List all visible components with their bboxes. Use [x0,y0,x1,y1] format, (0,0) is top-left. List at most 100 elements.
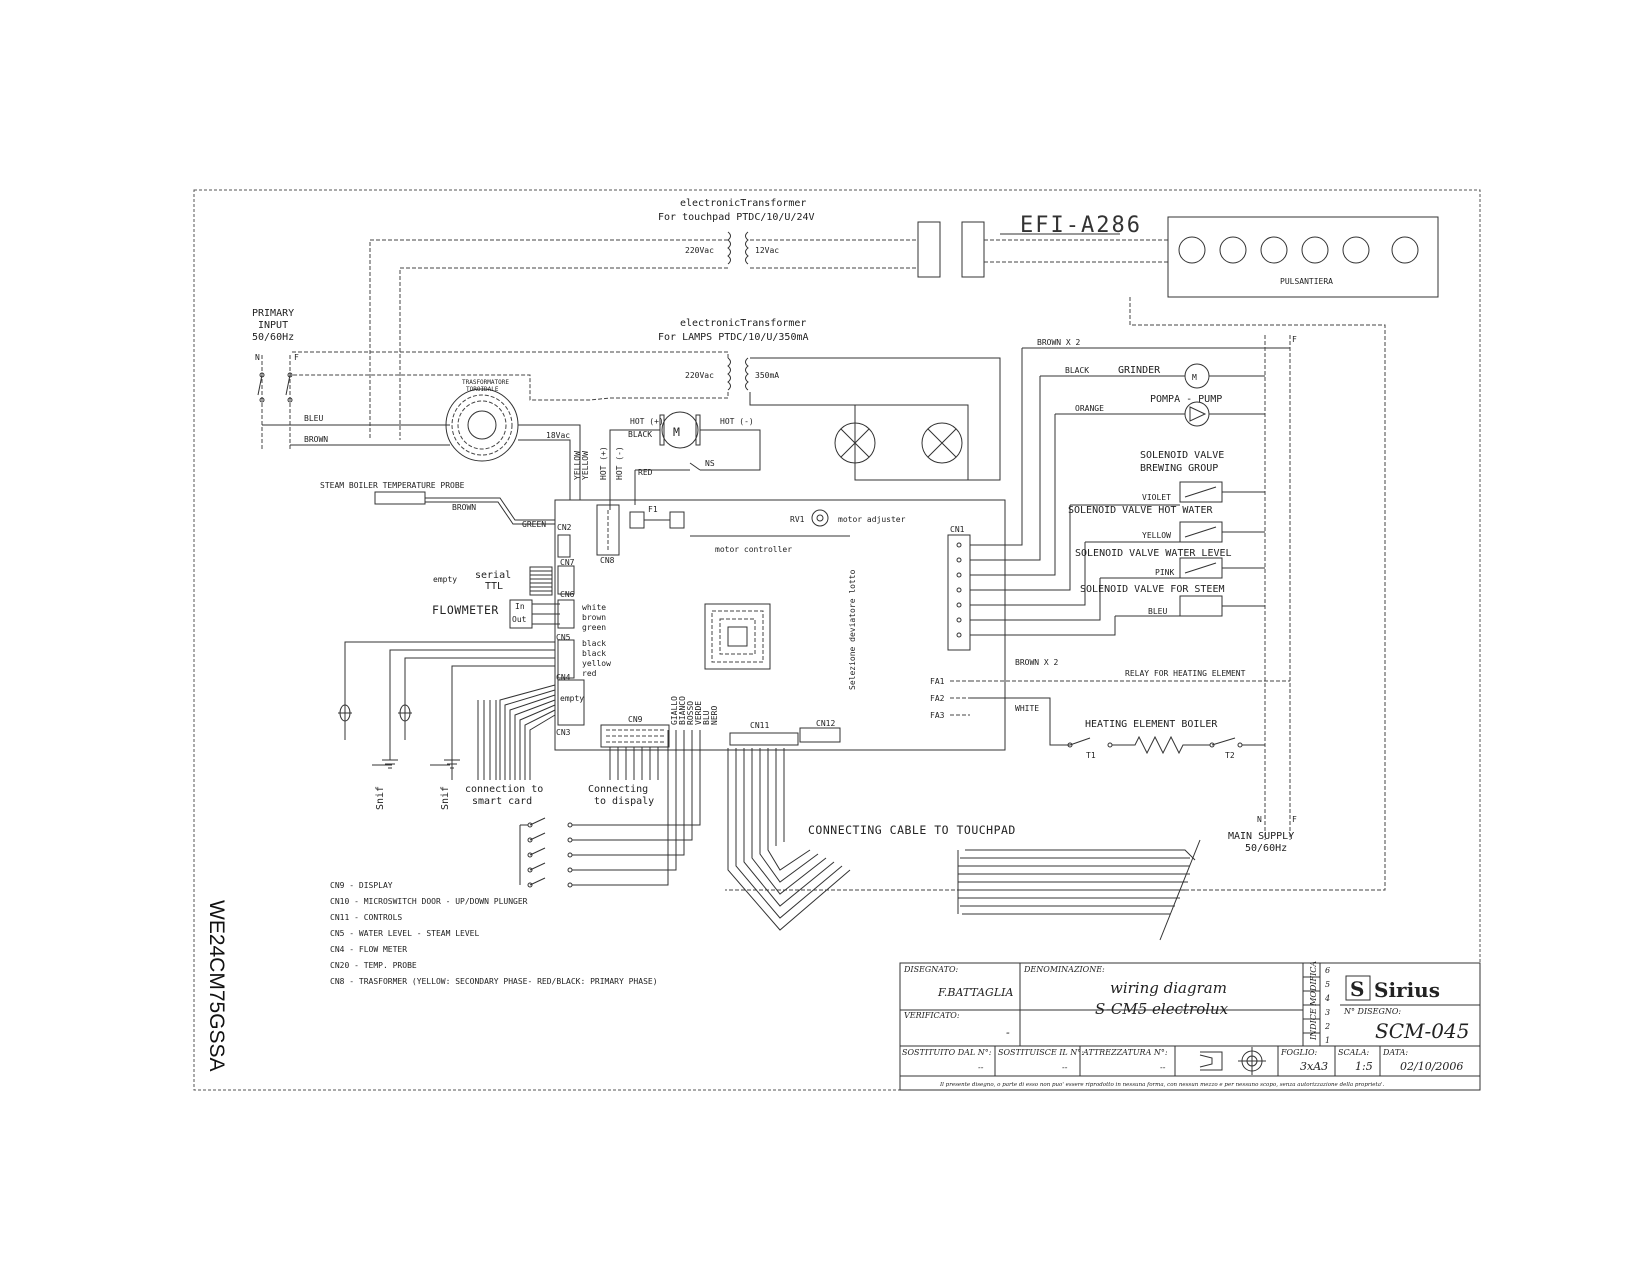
toroid-label-2: TOROIDALE [466,386,499,393]
f-label: F [294,353,299,362]
yellow-wire-2: YELLOW [581,451,590,480]
sheet-frame [193,189,1481,1091]
ribbon-cable-smart-card [477,684,556,780]
legend-line: CN4 - FLOW METER [330,945,407,954]
transformer2-coil [727,357,731,391]
toroidal-transformer [445,388,519,462]
attrezzatura-value: -- [1160,1063,1166,1072]
primary-input-l1: PRIMARY [252,308,294,319]
brown-label: BROWN [304,435,328,444]
n-disegno-label: N° DISEGNO: [1343,1007,1401,1016]
relay-selector-label: Selezione deviatore lotto [848,569,857,690]
cn3-label: CN3 [556,728,571,737]
touchpad-cable-label: CONNECTING CABLE TO TOUCHPAD [808,823,1016,837]
flow-out: Out [512,615,527,624]
ribbon-cable-controls [727,748,851,931]
projection-symbol-icon [1199,1047,1266,1075]
keypad-button [1219,236,1247,264]
connector-efi-left [917,221,941,278]
snif-label: Snif [375,786,386,810]
cn7-connector [557,565,575,595]
ribbon-cable-touchpad [957,839,1201,941]
microswitch-bank [519,730,701,888]
empty-label: empty [433,575,457,584]
data-value: 02/10/2006 [1400,1060,1463,1073]
f-top-label: F [1292,335,1297,344]
steam-probe-label: STEAM BOILER TEMPERATURE PROBE [320,481,465,490]
scala-label: SCALA: [1338,1048,1369,1057]
footer-note: Il presente disegno, o parte di esso non… [939,1082,1385,1088]
fa1-label: FA1 [930,677,945,686]
verificato-value: - [1006,1026,1010,1039]
rv1-label: RV1 [790,515,805,524]
cn7-label: CN7 [560,558,575,567]
level-probe [338,704,352,722]
svg-text:2: 2 [1324,1022,1330,1031]
pump-icon [1184,401,1210,427]
svg-text:S: S [1350,977,1364,1001]
connection-smart-2: smart card [472,796,532,807]
microcontroller-chip [704,603,771,670]
disegnato-label: DISEGNATO: [903,965,959,974]
brown-x2-label: BROWN X 2 [1015,658,1059,667]
heating-label: HEATING ELEMENT BOILER [1085,719,1218,730]
svg-text:M: M [673,425,680,439]
cn8-label: CN8 [600,556,615,565]
display-wire-6: NERO [710,706,719,725]
display-wire-4: VERDE [694,701,703,725]
logo-text: Sirius [1374,978,1440,1002]
n-bottom-label: N [1257,815,1262,824]
yellow-label: YELLOW [1142,531,1171,540]
drawing-title-1: wiring diagram [1110,979,1227,997]
t2-label: T2 [1225,751,1235,760]
svg-text:6: 6 [1325,966,1330,975]
cn4-label: CN4 [556,673,571,682]
main-supply-1: MAIN SUPPLY [1228,831,1294,842]
legend-line: CN20 - TEMP. PROBE [330,961,417,970]
serial-connector [529,566,553,596]
legend-line: CN9 - DISPLAY [330,881,393,890]
cn6-label: CN6 [560,590,575,599]
steam-probe [374,491,426,505]
display-wire-5: BLU [702,710,711,725]
legend-line: CN11 - CONTROLS [330,913,402,922]
heating-element [1067,735,1265,755]
level-wire-2: black [582,649,606,658]
green-label: GREEN [522,520,546,529]
brown-x2-top: BROWN X 2 [1037,338,1081,347]
display-wire-2: BIANCO [678,696,687,725]
display-connector [600,724,670,748]
ground-icon [444,740,460,769]
vac18-label: 18Vac [546,431,570,440]
primary-input-l2: INPUT [258,320,288,331]
keypad [1167,216,1439,298]
svg-text:4: 4 [1324,994,1330,1003]
sostituito-value: -- [978,1063,984,1072]
pink-label: PINK [1155,568,1174,577]
scala-value: 1:5 [1355,1060,1373,1073]
indice-label: INDICE MODIFICA [1309,961,1318,1041]
sostituito-label: SOSTITUITO DAL N°: [902,1048,992,1057]
transformer2-primary: 220Vac [685,371,714,380]
t1-label: T1 [1086,751,1096,760]
motor-label-red: RED [638,468,653,477]
level-wire-1: black [582,639,606,648]
f1-label: F1 [648,505,658,514]
svg-text:3: 3 [1325,1008,1330,1017]
transformer2-secondary: 350mA [755,371,779,380]
keypad-button [1178,236,1206,264]
cn11-label: CN11 [750,721,769,730]
svg-text:5: 5 [1325,980,1330,989]
fa2-label: FA2 [930,694,945,703]
sostituisce-value: -- [1062,1063,1068,1072]
connecting-display-1: Connecting [588,784,648,795]
level-probe [398,704,412,722]
control-board [554,499,1006,751]
flow-wire-2: brown [582,613,606,622]
data-label: DATA: [1382,1048,1408,1057]
verificato-label: VERIFICATO: [904,1011,960,1020]
transformer1-secondary: 12Vac [755,246,779,255]
white-label: WHITE [1015,704,1039,713]
cn8-connector [596,504,620,556]
